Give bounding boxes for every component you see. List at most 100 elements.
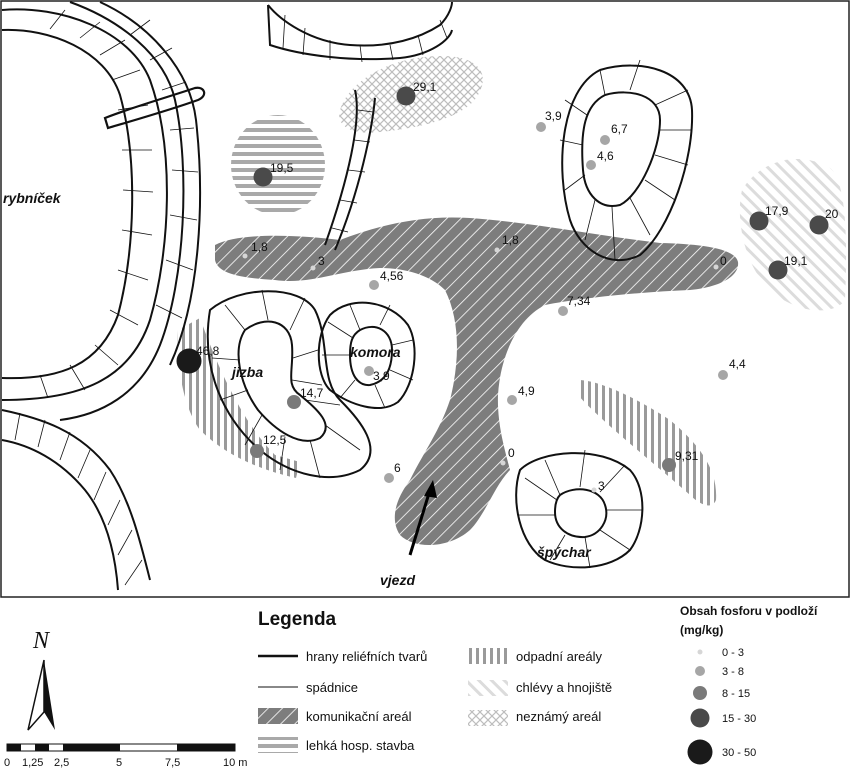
sample-dot	[507, 395, 517, 405]
stables-area	[739, 159, 847, 311]
scale-tick-label: 1,25	[22, 757, 43, 769]
legend-title: Legenda	[258, 609, 337, 630]
sample-points: 29,1 19,5 3,9 6,7 4,6 17,9 20 19,1 1,8 3…	[176, 80, 839, 493]
spychar-mound-outer	[515, 452, 644, 569]
komora-mound-outer	[317, 301, 416, 409]
legend-unknown: neznámý areál	[516, 709, 601, 724]
sample-value: 3,9	[373, 369, 390, 383]
class-label: 0 - 3	[722, 647, 744, 659]
east-mound-inner	[581, 91, 662, 207]
sample-dot	[369, 280, 379, 290]
jizba-label: jizba	[230, 364, 263, 380]
sample-value: 14,7	[300, 386, 324, 400]
legend-communication: komunikační areál	[306, 709, 412, 724]
class-dot	[687, 739, 713, 765]
sample-dot	[809, 215, 829, 235]
legend-stables: chlévy a hnojiště	[516, 680, 612, 695]
jizba-mound-outer	[206, 290, 372, 478]
pond-bank-mid	[59, 1, 185, 421]
sample-dot	[242, 253, 248, 259]
legend-relief-edges: hrany reliéfních tvarů	[306, 649, 427, 664]
sample-value: 6,7	[611, 122, 628, 136]
lower-ridge	[1, 409, 151, 581]
sample-value: 3	[598, 479, 605, 493]
sample-value: 1,8	[502, 233, 519, 247]
pond-bank-inner	[1, 28, 134, 380]
pond-bank-far	[99, 1, 202, 366]
spychar-label: špýchar	[537, 544, 592, 560]
sample-dot	[364, 366, 374, 376]
class-label: 15 - 30	[722, 713, 756, 725]
sample-dot	[250, 444, 264, 458]
sample-value: 19,1	[784, 254, 808, 268]
legend-waste: odpadní areály	[516, 649, 603, 664]
class-dot	[690, 708, 710, 728]
sample-dot	[600, 135, 610, 145]
sample-dot	[749, 211, 769, 231]
sample-dot	[536, 122, 546, 132]
ridge-mound	[324, 89, 376, 251]
pond-label: rybníček	[3, 190, 62, 206]
sample-value: 4,56	[380, 269, 404, 283]
sample-value: 7,34	[567, 294, 591, 308]
waste-area-east	[578, 380, 717, 506]
north-arrow: N	[27, 628, 55, 731]
scale-tick-label: 7,5	[165, 757, 180, 769]
east-mound-outer	[561, 64, 694, 261]
class-dot	[697, 649, 703, 655]
sample-dot	[558, 306, 568, 316]
sample-value: 0	[508, 446, 515, 460]
sample-value: 3,9	[545, 109, 562, 123]
class-label: 3 - 8	[722, 666, 744, 678]
entrance-label: vjezd	[380, 572, 415, 588]
sample-value: 12,5	[263, 433, 287, 447]
sample-value: 4,9	[518, 384, 535, 398]
phosphorus-unit: (mg/kg)	[680, 623, 723, 637]
sample-value: 19,5	[270, 161, 294, 175]
sample-dot	[768, 260, 788, 280]
jizba-mound-inner	[237, 320, 327, 442]
sample-value: 17,9	[765, 204, 789, 218]
top-mound	[267, 1, 453, 61]
sample-dot	[662, 458, 676, 472]
class-dot	[695, 666, 705, 676]
sample-value: 1,8	[251, 240, 268, 254]
phosphorus-title: Obsah fosforu v podloží	[680, 604, 818, 618]
relief-layer	[1, 1, 694, 591]
legend-slopes: spádnice	[306, 680, 358, 695]
scale-tick-label: 2,5	[54, 757, 69, 769]
sample-value: 46,8	[196, 344, 220, 358]
sample-value: 4,6	[597, 149, 614, 163]
sample-value: 3	[318, 254, 325, 268]
sample-dot	[586, 160, 596, 170]
scale-tick-label: 0	[4, 757, 10, 769]
legend: Legenda hrany reliéfních tvarů spádnice …	[258, 609, 612, 753]
class-dot	[693, 686, 707, 700]
class-label: 8 - 15	[722, 688, 750, 700]
class-label: 30 - 50	[722, 747, 756, 759]
komora-mound-inner	[348, 325, 394, 387]
scale-tick-label: 10 m	[223, 757, 247, 769]
entrance-arrow	[408, 480, 437, 556]
communication-area	[215, 217, 739, 546]
sample-dot	[253, 167, 273, 187]
scale-tick-label: 5	[116, 757, 122, 769]
sample-value: 0	[720, 254, 727, 268]
sample-value: 6	[394, 461, 401, 475]
north-label: N	[32, 628, 51, 654]
sample-dot	[310, 265, 316, 271]
sample-value: 20	[825, 207, 839, 221]
pond-bank-outer	[1, 8, 168, 401]
scale-bar: 0 1,25 2,5 5 7,5 10 m	[4, 743, 247, 769]
legend-light-building: lehká hosp. stavba	[306, 738, 415, 753]
sample-dot	[176, 348, 202, 374]
sample-value: 9,31	[675, 449, 699, 463]
phosphorus-legend: Obsah fosforu v podloží (mg/kg) 0 - 3 3 …	[680, 604, 818, 765]
sample-dot	[396, 86, 416, 106]
pond-shore-band	[103, 86, 206, 130]
sample-dot	[494, 247, 500, 253]
sample-dot	[718, 370, 728, 380]
komora-label: komora	[350, 344, 401, 360]
sample-dot	[384, 473, 394, 483]
